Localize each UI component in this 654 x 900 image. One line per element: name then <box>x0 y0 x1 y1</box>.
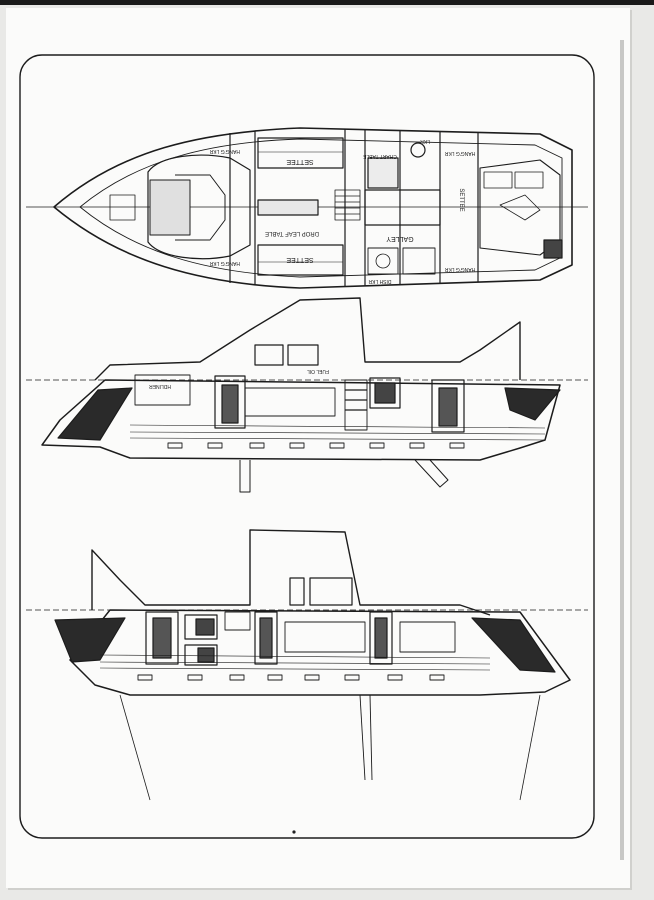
drawing-border <box>19 54 595 839</box>
profile-port <box>26 529 588 801</box>
label-drop-leaf-table: DROP LEAF TABLE <box>265 230 319 236</box>
label-galley: GALLEY <box>386 235 414 242</box>
page-fold-shadow <box>620 40 624 860</box>
label-chart-table: CHART TABLE <box>362 153 396 159</box>
label-settee: SETTEE <box>458 188 464 211</box>
label-settee: SETTEE <box>286 158 314 165</box>
top-scan-edge <box>0 0 654 5</box>
label-dish-locker: DISH LKR <box>368 278 391 284</box>
accommodation-plan: HANG'G LKR HANG'G LKR SETTEE SETTEE DROP… <box>26 127 588 289</box>
label-hanging-locker: HANG'G LKR <box>444 266 475 272</box>
label-head-liner: HDLINER <box>149 383 171 389</box>
label-hanging-locker: HANG'G LKR <box>209 260 240 266</box>
page-mark <box>292 830 296 834</box>
plan-hull-outline <box>53 127 573 289</box>
label-settee: SETTEE <box>286 256 314 263</box>
label-fuel-oil: FUEL OIL <box>307 368 329 374</box>
label-locker: LKR <box>420 138 430 144</box>
label-hanging-locker: HANG'G LKR <box>444 150 475 156</box>
profile-starboard: HDLINER FUEL OIL <box>26 297 588 493</box>
scanned-page <box>6 8 630 888</box>
label-hanging-locker: HANG'G LKR <box>209 148 240 154</box>
